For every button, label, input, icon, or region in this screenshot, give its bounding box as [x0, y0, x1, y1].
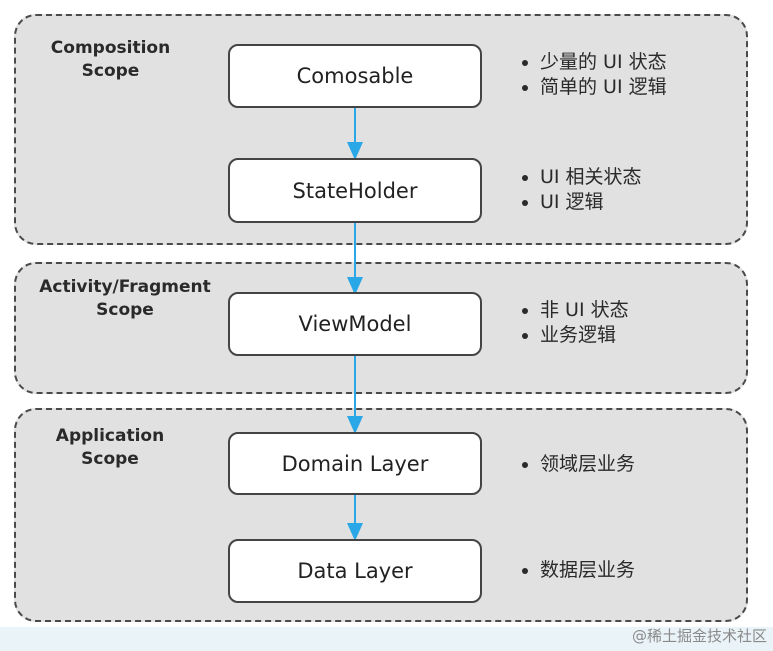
- composable-node: Comosable: [228, 44, 482, 108]
- viewmodel-node: ViewModel: [228, 292, 482, 356]
- composition-scope-title: Composition Scope: [50, 38, 171, 81]
- viewmodel-node-label: ViewModel: [298, 312, 412, 336]
- domain-layer-node: Domain Layer: [228, 432, 482, 495]
- note-item: 数据层业务: [520, 558, 635, 583]
- data-layer-node-label: Data Layer: [297, 559, 413, 583]
- note-item: UI 逻辑: [520, 190, 642, 215]
- note-item: UI 相关状态: [520, 165, 642, 190]
- composable-notes: 少量的 UI 状态 简单的 UI 逻辑: [520, 50, 667, 100]
- domain-layer-node-label: Domain Layer: [281, 451, 429, 476]
- viewmodel-notes: 非 UI 状态 业务逻辑: [520, 298, 629, 348]
- data-layer-notes: 数据层业务: [520, 558, 635, 583]
- data-layer-node: Data Layer: [228, 539, 482, 603]
- application-scope-title: Application Scope: [55, 426, 165, 469]
- domain-layer-notes: 领域层业务: [520, 452, 635, 477]
- note-item: 少量的 UI 状态: [520, 50, 667, 75]
- note-item: 简单的 UI 逻辑: [520, 75, 667, 100]
- watermark: @稀土掘金技术社区: [631, 627, 767, 645]
- note-item: 业务逻辑: [520, 323, 629, 348]
- stateholder-node-label: StateHolder: [292, 178, 418, 203]
- stateholder-node: StateHolder: [228, 158, 482, 223]
- composable-node-label: Comosable: [296, 64, 414, 88]
- note-item: 领域层业务: [520, 452, 635, 477]
- stateholder-notes: UI 相关状态 UI 逻辑: [520, 165, 642, 215]
- bottom-strip: [0, 627, 773, 651]
- note-item: 非 UI 状态: [520, 298, 629, 323]
- activity-fragment-scope-title: Activity/Fragment Scope: [39, 277, 211, 320]
